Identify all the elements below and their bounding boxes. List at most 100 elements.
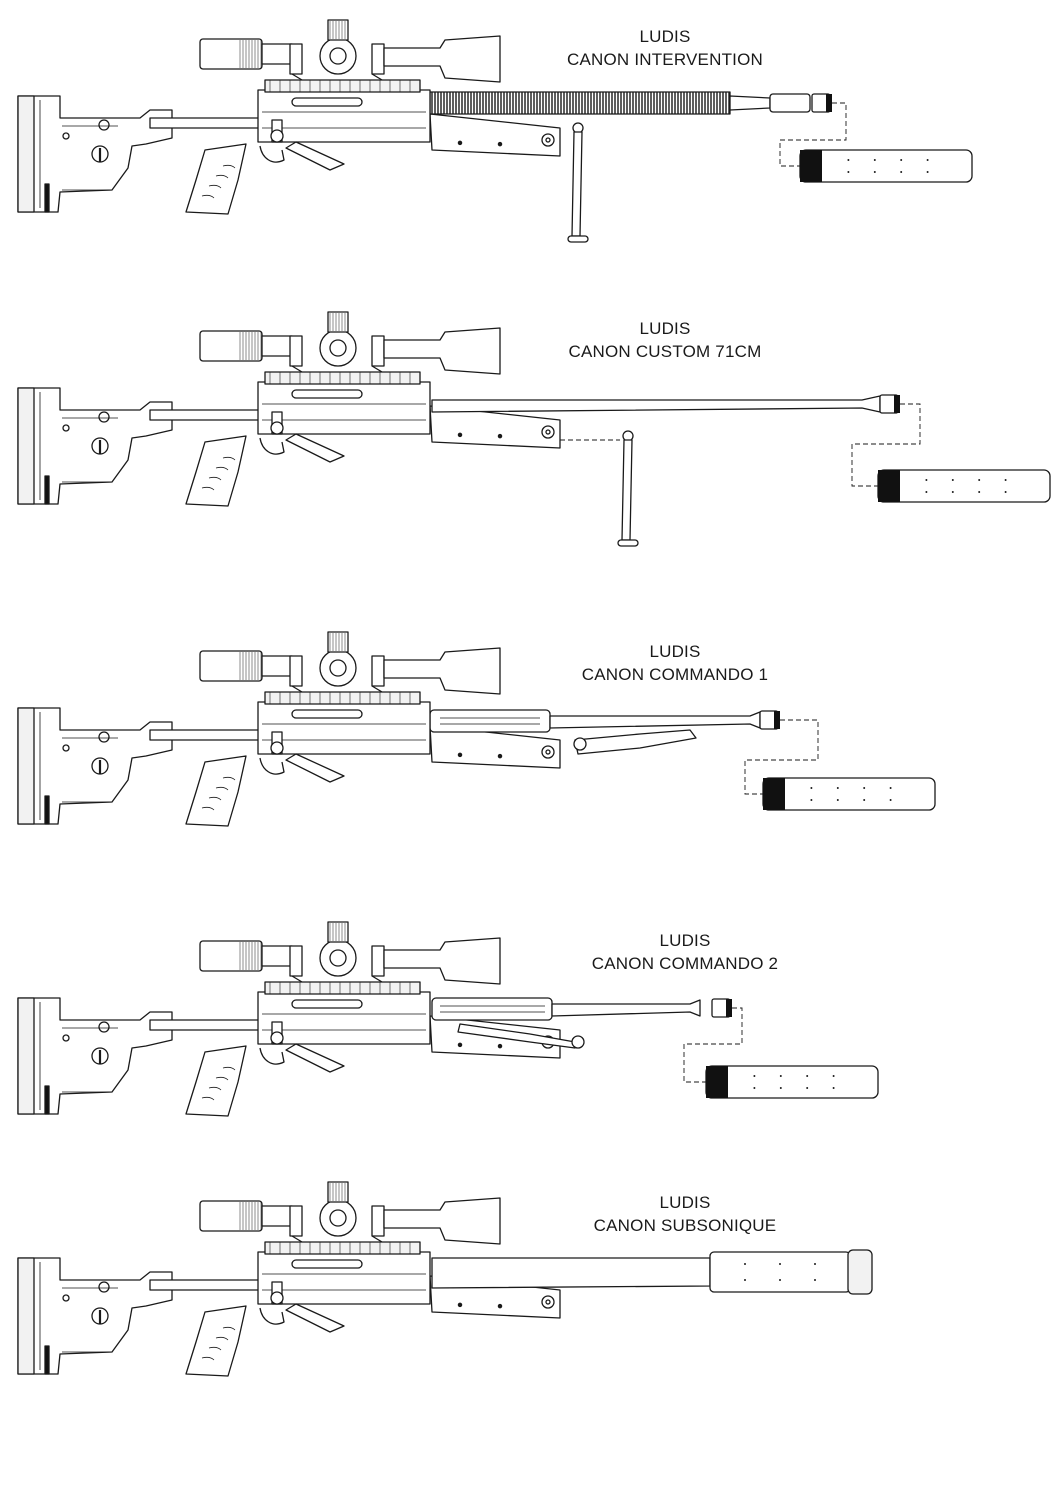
- scope-eyepiece: [199, 650, 263, 682]
- pistol-grip: [185, 143, 247, 215]
- suppressor-endcap: [847, 1249, 873, 1295]
- butt-pad: [17, 1257, 35, 1375]
- barrel-shroud: [431, 997, 553, 1021]
- butt-pad: [17, 997, 35, 1115]
- scope-ring-rear: [289, 1205, 303, 1237]
- caption-variant-5: LUDIS CANON SUBSONIQUE: [585, 1191, 785, 1237]
- handguard: [429, 405, 561, 449]
- bolt-slot: [291, 999, 363, 1009]
- folded-bipod: [457, 1023, 576, 1049]
- handguard-screw: [497, 1303, 503, 1309]
- handguard-screw: [457, 752, 463, 758]
- scope-ring-front: [371, 1205, 385, 1237]
- caption-brand: LUDIS: [639, 319, 691, 338]
- scope-objective: [383, 327, 501, 375]
- scope-objective: [383, 35, 501, 83]
- stock-pin: [62, 1294, 70, 1302]
- integrated-suppressor: [709, 1251, 851, 1293]
- handguard-screw: [457, 140, 463, 146]
- top-rail: [264, 691, 421, 705]
- scope-objective: [383, 937, 501, 985]
- attachment-leader: [744, 719, 819, 795]
- caption-barrel-name: CANON CUSTOM 71CM: [568, 342, 762, 361]
- scope-ring-front: [371, 335, 385, 367]
- monopod-spike: [44, 1345, 50, 1375]
- trigger: [259, 1307, 285, 1325]
- bipod-leg: [571, 131, 583, 237]
- barrel-shroud: [429, 709, 551, 733]
- handguard-screw: [457, 1302, 463, 1308]
- monopod-spike: [44, 795, 50, 825]
- rifle-variant-2: [17, 311, 1051, 547]
- scope-ring-rear: [289, 43, 303, 75]
- caption-brand: LUDIS: [659, 931, 711, 950]
- butt-pad: [17, 707, 35, 825]
- sling-swivel: [98, 411, 110, 423]
- muzzle-device: [769, 93, 811, 113]
- scope-eyepiece: [199, 330, 263, 362]
- trigger-guard-brace: [285, 141, 345, 171]
- handguard: [429, 725, 561, 769]
- handguard-screw: [497, 141, 503, 147]
- pistol-grip: [185, 1305, 247, 1377]
- suppressor-mount: [800, 150, 822, 182]
- pistol-grip: [185, 1045, 247, 1117]
- stock-pin: [62, 132, 70, 140]
- bolt-slot: [291, 709, 363, 719]
- trigger: [259, 757, 285, 775]
- trigger: [259, 1047, 285, 1065]
- bipod-mount: [571, 1035, 585, 1049]
- monopod-spike: [44, 183, 50, 213]
- bolt-knob: [270, 1291, 284, 1305]
- scope-tube-rear: [261, 335, 293, 357]
- suppressor: [799, 149, 973, 183]
- monopod-spike: [44, 475, 50, 505]
- barrel: [431, 395, 881, 413]
- suppressor: [705, 1065, 879, 1099]
- bolt-knob: [270, 129, 284, 143]
- rifle-variant-5: [17, 1181, 873, 1377]
- caption-barrel-name: CANON COMMANDO 2: [591, 954, 779, 973]
- caption-barrel-name: CANON COMMANDO 1: [581, 665, 769, 684]
- barrel: [729, 95, 771, 111]
- scope-ring-front: [371, 945, 385, 977]
- scope-ring-front: [371, 43, 385, 75]
- barrel: [549, 711, 761, 729]
- trigger-guard-brace: [285, 1043, 345, 1073]
- scope-ring-rear: [289, 655, 303, 687]
- caption-variant-4: LUDIS CANON COMMANDO 2: [585, 929, 785, 975]
- bolt-knob: [270, 421, 284, 435]
- handguard: [429, 113, 561, 157]
- scope-objective: [383, 647, 501, 695]
- scope-ring-front: [371, 655, 385, 687]
- caption-variant-3: LUDIS CANON COMMANDO 1: [575, 640, 775, 686]
- caption-barrel-name: CANON INTERVENTION: [567, 50, 763, 69]
- stock-pin: [62, 744, 70, 752]
- bipod-mount: [573, 737, 587, 751]
- trigger: [259, 437, 285, 455]
- caption-variant-1: LUDIS CANON INTERVENTION: [565, 25, 765, 71]
- trigger-guard-brace: [285, 1303, 345, 1333]
- attachment-leader: [851, 403, 921, 487]
- handguard-screw: [497, 1043, 503, 1049]
- trigger-guard-brace: [285, 753, 345, 783]
- top-rail: [264, 79, 421, 93]
- top-rail: [264, 371, 421, 385]
- suppressor-mount: [878, 470, 900, 502]
- scope-ring-rear: [289, 335, 303, 367]
- scope-tube-rear: [261, 43, 293, 65]
- scope-tube-rear: [261, 655, 293, 677]
- suppressor: [877, 469, 1051, 503]
- attachment-leader: [779, 102, 847, 167]
- pistol-grip: [185, 755, 247, 827]
- top-rail: [264, 1241, 421, 1255]
- barrel: [431, 1257, 711, 1289]
- caption-brand: LUDIS: [649, 642, 701, 661]
- pistol-grip: [185, 435, 247, 507]
- bolt-knob: [270, 1031, 284, 1045]
- bolt-slot: [291, 389, 363, 399]
- caption-brand: LUDIS: [639, 27, 691, 46]
- butt-pad: [17, 387, 35, 505]
- folded-bipod: [574, 729, 697, 755]
